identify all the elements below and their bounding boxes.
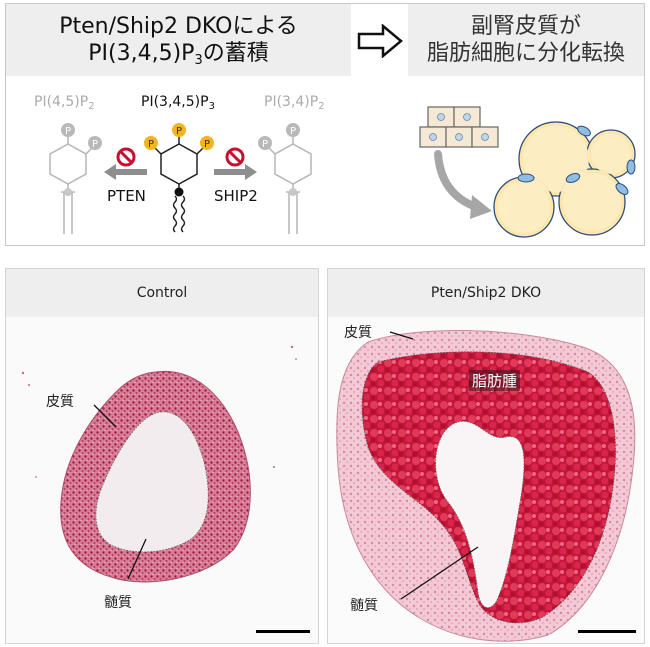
dko-micrograph-panel: Pten/Ship2 DKO 皮質 脂肪腫 髄質 xyxy=(327,268,645,644)
phosphate-icon xyxy=(172,123,186,137)
arrow-right-icon xyxy=(214,164,257,180)
adipocyte-transformation-illustration xyxy=(419,106,636,238)
control-micrograph-panel: Control 皮質 髄質 xyxy=(5,268,319,644)
enzyme-label-ship2: SHIP2 xyxy=(214,187,258,205)
control-medulla-region xyxy=(95,411,209,553)
phosphate-icon xyxy=(258,136,272,150)
lipid-molecules-diagram: P P P P P P P xyxy=(49,123,312,234)
cortical-cells-icon xyxy=(419,106,499,148)
lipid-label-pi45p2: PI(4,5)P2 xyxy=(34,94,95,112)
control-header: Control xyxy=(6,269,318,317)
dko-lipoma-label: 脂肪腫 xyxy=(469,370,521,391)
svg-text:P: P xyxy=(148,139,154,150)
control-medulla-label: 髄質 xyxy=(104,595,132,611)
left-title-line-2-pre: PI(3,4,5)P xyxy=(88,41,195,66)
left-title-line-2-post: の蓄積 xyxy=(202,41,269,66)
phosphate-icon xyxy=(144,136,158,150)
lipid-label-pi34p2: PI(3,4)P2 xyxy=(264,94,325,112)
svg-text:P: P xyxy=(262,139,268,150)
lipid-label-pi345p3: PI(3,4,5)P3 xyxy=(141,94,215,112)
svg-text:P: P xyxy=(176,126,182,137)
svg-text:P: P xyxy=(204,139,210,150)
inhibit-left-icon xyxy=(116,147,136,167)
control-cortex-label: 皮質 xyxy=(46,394,74,410)
phosphate-icon xyxy=(61,123,75,137)
big-arrow-icon xyxy=(357,24,403,58)
schematic-panel: Pten/Ship2 DKOによる PI(3,4,5)P3の蓄積 副腎皮質が 脂… xyxy=(5,3,645,246)
svg-text:P: P xyxy=(65,126,71,137)
phosphate-icon xyxy=(286,123,300,137)
control-scale-bar xyxy=(256,630,310,633)
left-title-box: Pten/Ship2 DKOによる PI(3,4,5)P3の蓄積 xyxy=(6,4,351,76)
dko-medulla-region xyxy=(435,420,525,609)
arrow-left-icon xyxy=(104,164,147,180)
dko-scale-bar xyxy=(578,630,636,633)
inhibit-right-icon xyxy=(225,147,245,167)
left-title-subscript: 3 xyxy=(194,53,203,68)
dko-cortex-label: 皮質 xyxy=(344,325,372,341)
curved-arrow-icon xyxy=(434,150,480,211)
control-adrenal-micrograph xyxy=(6,317,318,643)
dko-medulla-label: 髄質 xyxy=(350,598,378,614)
right-title-box: 副腎皮質が 脂肪細胞に分化転換 xyxy=(408,4,644,76)
phosphate-icon xyxy=(88,136,102,150)
svg-text:P: P xyxy=(92,139,98,150)
dko-header: Pten/Ship2 DKO xyxy=(328,269,644,317)
right-title-line-2: 脂肪細胞に分化転換 xyxy=(426,41,625,66)
right-title-line-1: 副腎皮質が xyxy=(470,13,581,39)
enzyme-label-pten: PTEN xyxy=(107,187,146,205)
left-title-line-2: PI(3,4,5)P3の蓄積 xyxy=(88,40,268,68)
left-title-line-1: Pten/Ship2 DKOによる xyxy=(59,13,298,39)
svg-text:P: P xyxy=(290,126,296,137)
phosphate-icon xyxy=(200,136,214,150)
